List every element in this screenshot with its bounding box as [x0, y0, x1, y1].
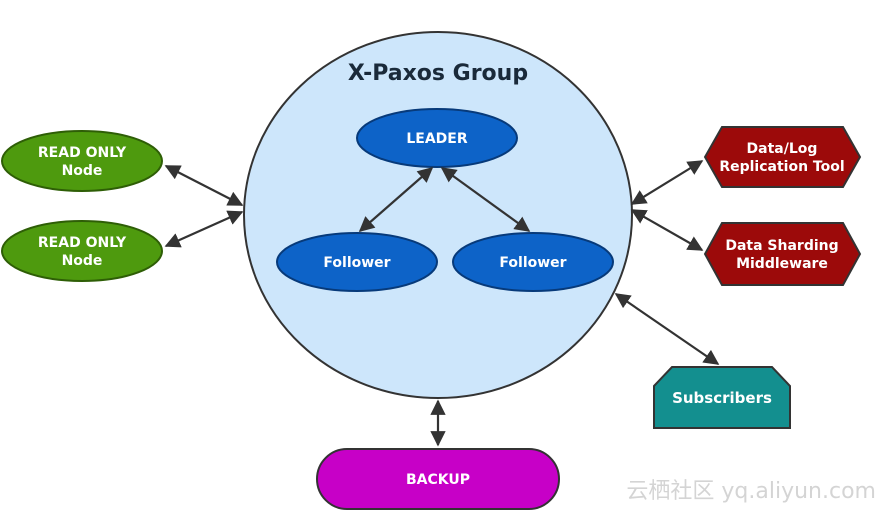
arrow-subscribers — [614, 293, 720, 365]
read-only-2-line1: READ ONLY — [38, 235, 127, 251]
arrow-replication-tool — [630, 160, 704, 205]
follower-right-node[interactable]: Follower — [452, 232, 614, 292]
follower-left-node[interactable]: Follower — [276, 232, 438, 292]
follower-left-label: Follower — [323, 255, 390, 271]
backup-label: BACKUP — [406, 472, 470, 488]
group-title: X-Paxos Group — [348, 61, 528, 86]
leader-label: LEADER — [406, 131, 468, 147]
replication-tool-line2: Replication Tool — [719, 159, 844, 175]
arrow-read-only-2 — [164, 210, 244, 248]
watermark-text: 云栖社区 yq.aliyun.com — [626, 479, 876, 504]
subscribers-node[interactable]: Subscribers — [653, 366, 791, 429]
read-only-2-line2: Node — [62, 253, 103, 269]
sharding-middleware-line1: Data Sharding — [725, 238, 838, 254]
sharding-middleware-node[interactable]: Data Sharding Middleware — [703, 222, 862, 286]
arrow-read-only-1 — [164, 165, 244, 206]
replication-tool-line1: Data/Log — [747, 141, 818, 157]
backup-node[interactable]: BACKUP — [316, 448, 560, 510]
read-only-node-2[interactable]: READ ONLY Node — [1, 220, 163, 282]
replication-tool-node[interactable]: Data/Log Replication Tool — [703, 126, 862, 188]
subscribers-label: Subscribers — [672, 389, 772, 407]
x-paxos-group-circle — [243, 31, 633, 399]
arrow-leader-follower-right — [440, 167, 531, 232]
read-only-node-1[interactable]: READ ONLY Node — [1, 130, 163, 192]
read-only-1-line1: READ ONLY — [38, 145, 127, 161]
read-only-1-line2: Node — [62, 163, 103, 179]
leader-node[interactable]: LEADER — [356, 108, 518, 168]
sharding-middleware-line2: Middleware — [736, 256, 828, 272]
arrow-leader-follower-left — [358, 166, 434, 233]
arrow-sharding-middleware — [630, 209, 704, 251]
follower-right-label: Follower — [499, 255, 566, 271]
